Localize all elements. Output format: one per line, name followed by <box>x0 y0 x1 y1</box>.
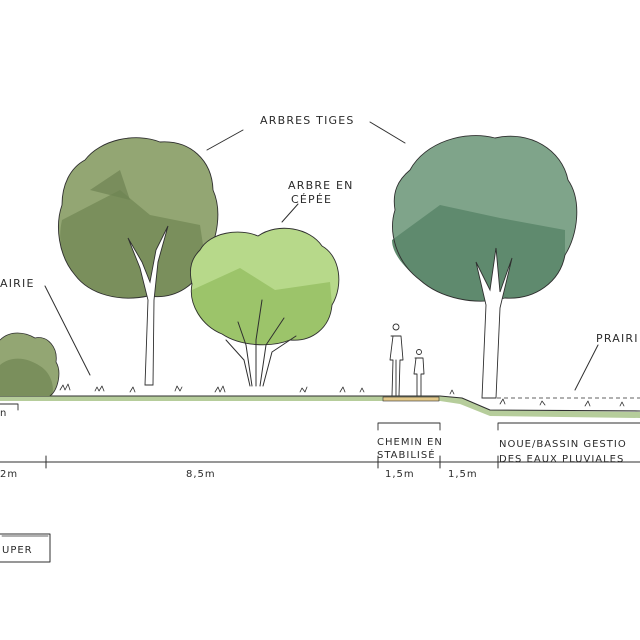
tree-cepee <box>189 227 340 387</box>
label-chemin-2: STABILISÉ <box>377 448 436 461</box>
label-arbre-cepee-1: ARBRE EN <box>288 179 354 192</box>
people-figures <box>389 323 425 397</box>
tree-tige-right <box>392 135 578 399</box>
ground <box>0 383 640 418</box>
dim-2m: 2m <box>0 469 18 480</box>
leader-lines <box>44 121 599 391</box>
label-prairie-right: PRAIRI <box>596 332 639 345</box>
label-noue-2: DES EAUX PLUVIALES <box>499 454 624 465</box>
tree-tige-left <box>58 137 219 386</box>
stabilized-path <box>382 396 440 402</box>
dim-8-5m: 8,5m <box>186 469 216 480</box>
dimension-line <box>0 455 640 469</box>
dim-1-5m-b: 1,5m <box>448 469 478 480</box>
label-arbres-tiges: ARBRES TIGES <box>260 114 355 127</box>
label-left-fragment: n <box>0 408 7 419</box>
label-chemin-1: CHEMIN EN <box>377 437 443 448</box>
coupe-label-box <box>0 533 51 563</box>
shrub-left <box>0 332 60 397</box>
label-noue-1: NOUE/BASSIN GESTIO <box>499 439 627 450</box>
label-arbre-cepee-2: CÉPÉE <box>291 193 332 206</box>
label-coupe: UPER <box>2 545 33 556</box>
dim-1-5m-a: 1,5m <box>385 469 415 480</box>
label-prairie-left: AIRIE <box>0 277 35 290</box>
